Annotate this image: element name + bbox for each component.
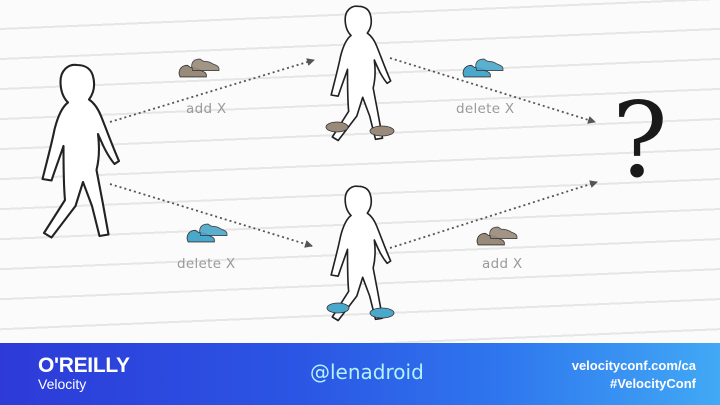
arrow-add-x-bottom xyxy=(389,180,598,249)
velocity-label: Velocity xyxy=(38,376,87,392)
woman-silhouette-icon xyxy=(41,63,121,239)
edge-label-add-x-top: add X xyxy=(186,101,227,117)
blue-shoe-left xyxy=(326,302,350,314)
woman-silhouette-icon xyxy=(330,185,392,322)
blue-sneakers-icon xyxy=(186,223,228,243)
edge-label-delete-x-bottom: delete X xyxy=(177,256,236,272)
brown-shoe-right xyxy=(369,125,395,137)
footer-banner: O'REILLY Velocity @lenadroid velocitycon… xyxy=(0,343,720,405)
blue-shoe-right xyxy=(369,307,395,319)
blue-sneakers-icon xyxy=(462,58,504,78)
twitter-handle: @lenadroid xyxy=(310,360,424,384)
arrow-delete-x-bottom xyxy=(109,183,313,248)
conference-hashtag: #VelocityConf xyxy=(610,376,696,391)
edge-label-add-x-bottom: add X xyxy=(482,256,523,272)
arrow-delete-x-top xyxy=(389,57,596,124)
edge-label-delete-x-top: delete X xyxy=(456,101,515,117)
arrow-add-x-top xyxy=(109,58,315,123)
unknown-result-question-mark: ? xyxy=(612,79,668,201)
brown-shoe-left xyxy=(325,121,349,133)
oreilly-logo: O'REILLY xyxy=(38,354,130,377)
woman-silhouette-icon xyxy=(330,5,392,142)
state-diagram xyxy=(41,5,598,322)
brown-sneakers-icon xyxy=(178,58,220,78)
conference-url: velocityconf.com/ca xyxy=(571,358,696,373)
brown-sneakers-icon xyxy=(476,226,518,246)
